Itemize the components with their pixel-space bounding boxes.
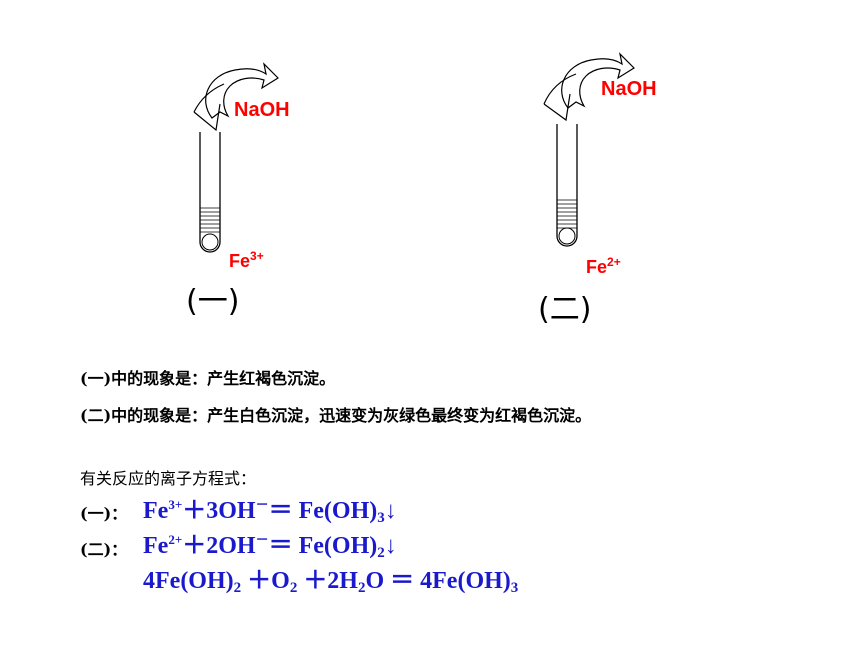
observation-1: (一)中的现象是：产生红褐色沉淀。 — [80, 369, 336, 388]
caption-1: (一) — [186, 284, 240, 319]
equation-1: Fe3+＋3OH－＝ Fe(OH)3↓ — [143, 497, 397, 526]
reagent-label-2: NaOH — [601, 78, 657, 100]
caption-2: (二) — [538, 292, 592, 327]
equation-2: Fe2+＋2OH－＝ Fe(OH)2↓ — [143, 532, 397, 561]
curved-arrow-icon — [561, 52, 635, 109]
ion-label-2: Fe2+ — [586, 255, 621, 277]
equations-heading: 有关反应的离子方程式： — [80, 469, 257, 488]
observation-2: (二)中的现象是：产生白色沉淀，迅速变为灰绿色最终变为红褐色沉淀。 — [80, 406, 592, 425]
equation-3: 4Fe(OH)2 ＋O2 ＋2H2O ＝ 4Fe(OH)3 — [143, 568, 519, 596]
reagent-label-1: NaOH — [234, 99, 290, 121]
curved-arrow-icon — [205, 62, 279, 119]
test-tube-diagram-1 — [193, 62, 279, 253]
ion-label-1: Fe3+ — [229, 249, 264, 271]
equation-label-1: (一)： — [80, 504, 128, 523]
test-tube-diagram-2 — [543, 52, 635, 247]
equation-label-2: (二)： — [80, 540, 128, 559]
